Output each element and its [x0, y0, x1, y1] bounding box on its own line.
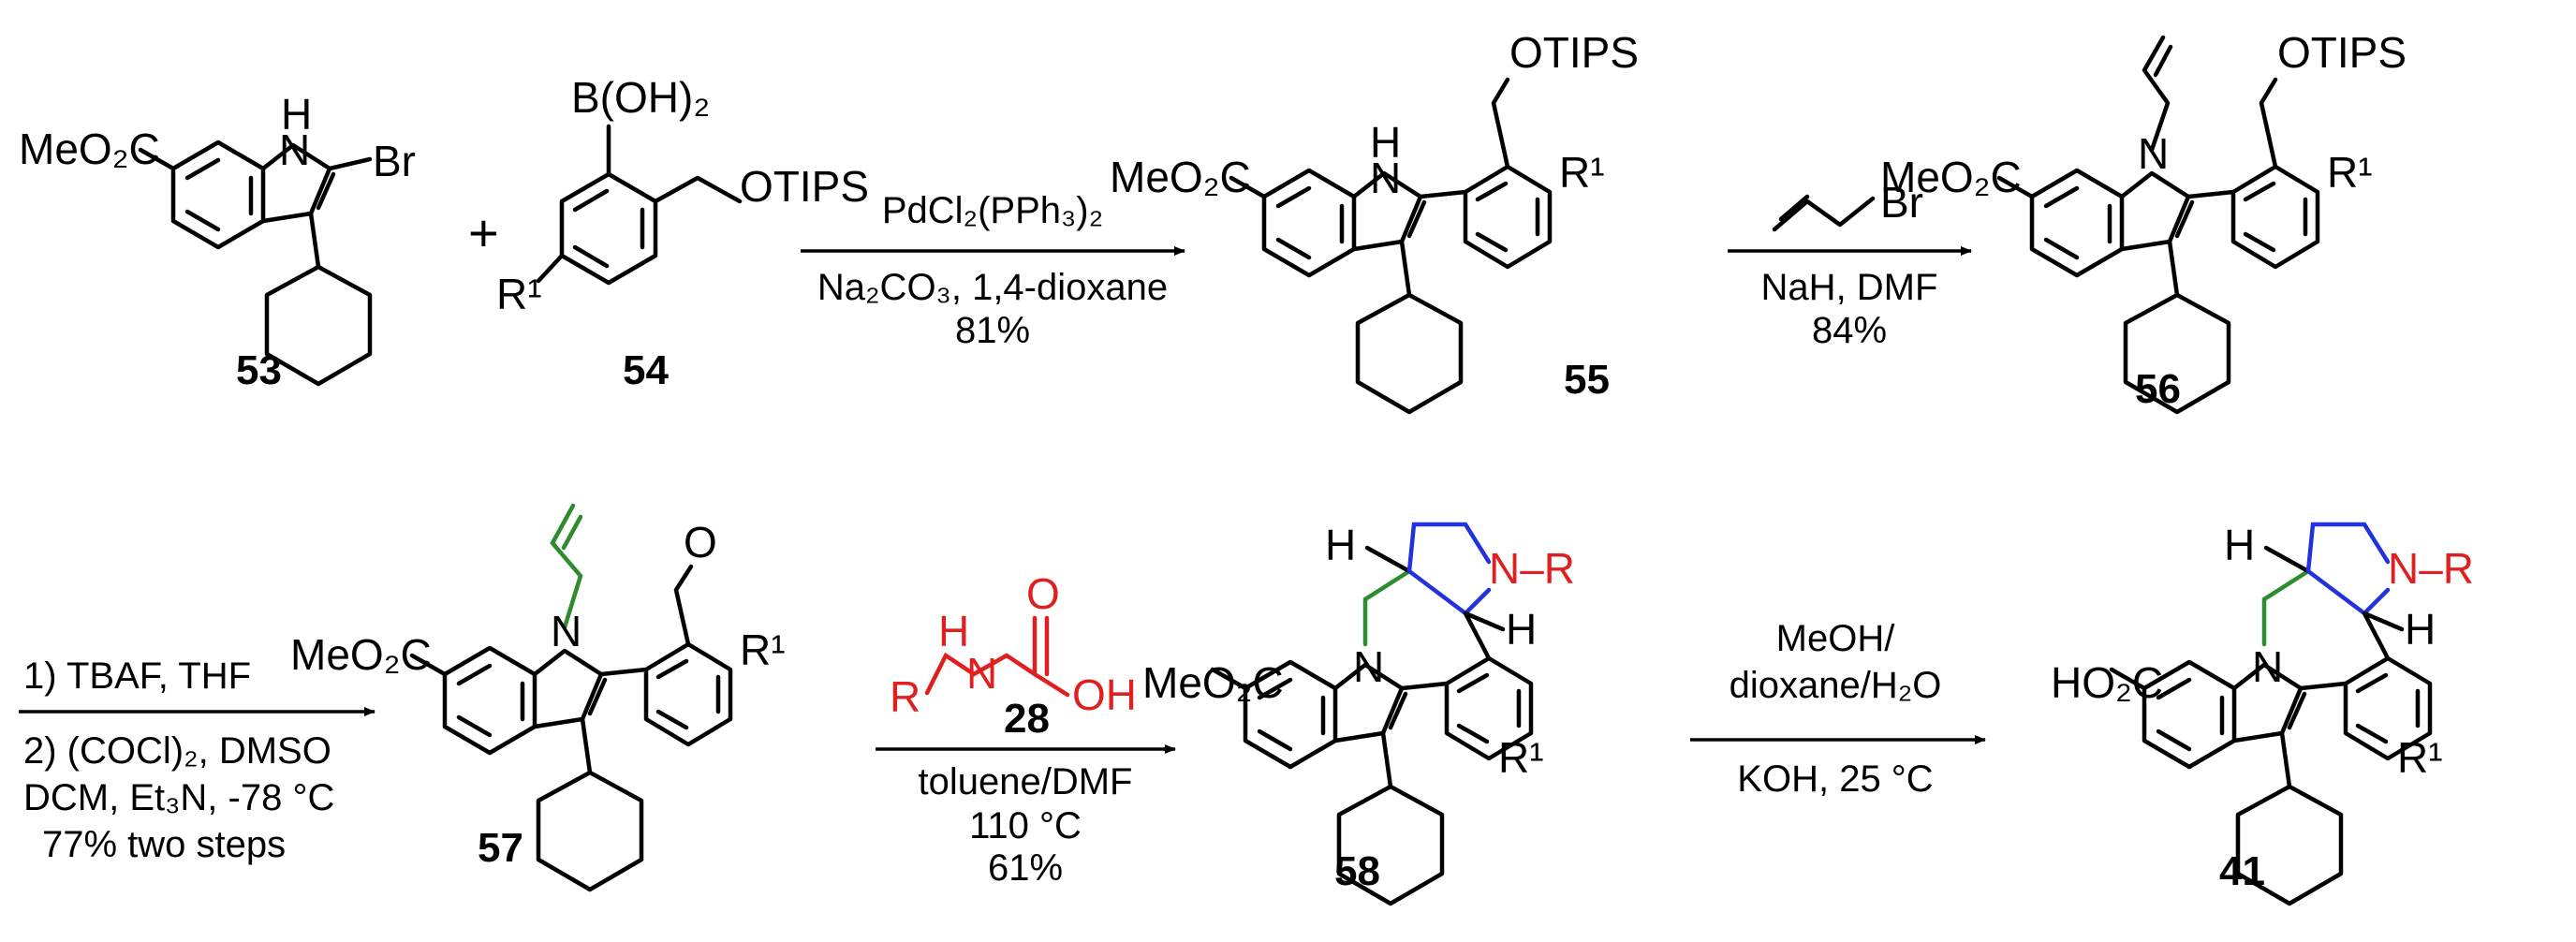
compound-number-54: 54	[623, 347, 669, 393]
compound-41: HO₂C N H H N–R R¹ 41	[2051, 521, 2474, 906]
step3-line3: DCM, Et₃N, -78 °C	[23, 777, 334, 818]
nh-n-label-55: N	[1370, 154, 1401, 202]
reagent-28-r: R	[890, 672, 920, 721]
r1-label-41: R¹	[2397, 733, 2443, 782]
reagent-28-h: H	[938, 607, 969, 655]
nh-h-label: H	[281, 90, 312, 139]
o-label-57: O	[684, 518, 717, 567]
meo2c-label-55: MeO₂C	[1110, 153, 1251, 201]
step3-line2: 2) (COCl)₂, DMSO	[23, 730, 331, 772]
meo2c-label-58: MeO₂C	[1142, 658, 1284, 707]
ho2c-label-41: HO₂C	[2051, 658, 2163, 707]
nh-n-label: N	[279, 125, 310, 174]
arrow-step-4: R H N O OH 28 toluene/DMF 110 °C 61%	[876, 569, 1176, 889]
r1-label-58: R¹	[1498, 733, 1544, 782]
step4-solvent: toluene/DMF	[919, 761, 1133, 802]
meo2c-label-56: MeO₂C	[1880, 153, 2022, 201]
plus-sign: +	[468, 203, 499, 262]
compound-number-53: 53	[236, 347, 282, 393]
reagent-28-oh: OH	[1072, 670, 1137, 719]
arrow-step-5: MeOH/ dioxane/H₂O KOH, 25 °C	[1690, 618, 1986, 800]
h-label-58a: H	[1325, 521, 1356, 569]
r1-label-56: R¹	[2327, 148, 2373, 197]
n-label-58: N	[1353, 642, 1384, 691]
r1-label-57: R¹	[740, 626, 786, 674]
compound-57: MeO₂C N O R¹ 57	[290, 503, 786, 892]
reagent-28-n: N	[966, 649, 997, 698]
boh2-label: B(OH)₂	[571, 73, 710, 122]
step1-yield: 81%	[955, 310, 1030, 351]
compound-54: B(OH)₂ OTIPS R¹ 54	[496, 73, 869, 393]
step3-line1: 1) TBAF, THF	[23, 655, 251, 697]
step1-reagent: PdCl₂(PPh₃)₂	[882, 190, 1103, 231]
step4-yield: 61%	[988, 847, 1063, 889]
compound-number-57: 57	[478, 825, 523, 871]
n-label-56: N	[2138, 129, 2169, 178]
compound-number-55: 55	[1564, 357, 1610, 403]
otips-label-56: OTIPS	[2277, 28, 2407, 77]
step5-line1: MeOH/	[1776, 618, 1896, 659]
meo2c-label: MeO₂C	[19, 125, 160, 173]
meo2c-label-57: MeO₂C	[290, 630, 432, 679]
step2-reagent-br: Br	[1880, 178, 1923, 227]
r1-label-55: R¹	[1559, 148, 1605, 197]
step5-line2: dioxane/H₂O	[1730, 665, 1942, 706]
compound-58: MeO₂C N H H N–R R¹ 58	[1142, 521, 1575, 906]
n-label-57: N	[551, 607, 581, 655]
otips-label-54: OTIPS	[740, 162, 869, 211]
compound-53: MeO₂C H N Br 53	[19, 90, 416, 393]
n-r-label-41: N–R	[2388, 544, 2474, 593]
r1-label-54: R¹	[496, 270, 542, 318]
nh-h-label-55: H	[1370, 118, 1401, 167]
h-label-41a: H	[2224, 521, 2255, 569]
n-r-label-58: N–R	[1489, 544, 1575, 593]
br-label: Br	[373, 137, 416, 185]
reagent-28-o: O	[1026, 569, 1060, 618]
compound-number-41: 41	[2219, 848, 2265, 894]
step4-temp: 110 °C	[969, 805, 1082, 846]
compound-56: MeO₂C N OTIPS R¹ 56	[1880, 28, 2407, 415]
step2-yield: 84%	[1812, 310, 1887, 351]
compound-number-58: 58	[1334, 848, 1380, 894]
step5-conditions: KOH, 25 °C	[1737, 758, 1933, 800]
otips-label-55: OTIPS	[1509, 28, 1639, 77]
h-label-58b: H	[1506, 605, 1537, 654]
step1-conditions: Na₂CO₃, 1,4-dioxane	[817, 267, 1168, 308]
compound-number-28: 28	[1004, 696, 1050, 742]
n-label-41: N	[2252, 642, 2283, 691]
h-label-41b: H	[2405, 605, 2436, 654]
compound-number-56: 56	[2135, 366, 2181, 412]
arrow-step-3: 1) TBAF, THF 2) (COCl)₂, DMSO DCM, Et₃N,…	[19, 655, 375, 865]
step2-conditions: NaH, DMF	[1761, 267, 1938, 308]
step3-line4: 77% two steps	[42, 824, 286, 865]
arrow-step-2: Br NaH, DMF 84%	[1728, 178, 1972, 351]
arrow-step-1: PdCl₂(PPh₃)₂ Na₂CO₃, 1,4-dioxane 81%	[801, 190, 1185, 351]
compound-55: MeO₂C H N OTIPS R¹ 55	[1110, 28, 1639, 415]
